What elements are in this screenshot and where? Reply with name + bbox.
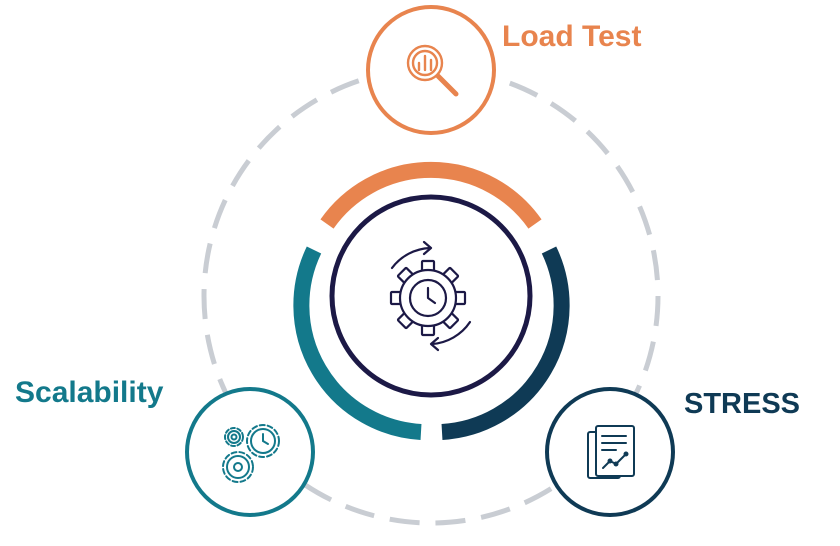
load-test-label: Load Test	[502, 20, 642, 53]
report-chart-icon	[587, 425, 635, 479]
gear-clock-cycle-icon	[389, 240, 472, 352]
gears-clock-icon	[222, 424, 280, 483]
stress-label: STRESS	[684, 388, 801, 420]
arc-navy	[441, 246, 570, 440]
scalability-node	[185, 387, 315, 517]
arc-orange	[320, 161, 542, 229]
scalability-label: Scalability	[15, 376, 164, 409]
magnifier-chart-icon	[406, 44, 459, 97]
arc-teal	[293, 246, 422, 440]
